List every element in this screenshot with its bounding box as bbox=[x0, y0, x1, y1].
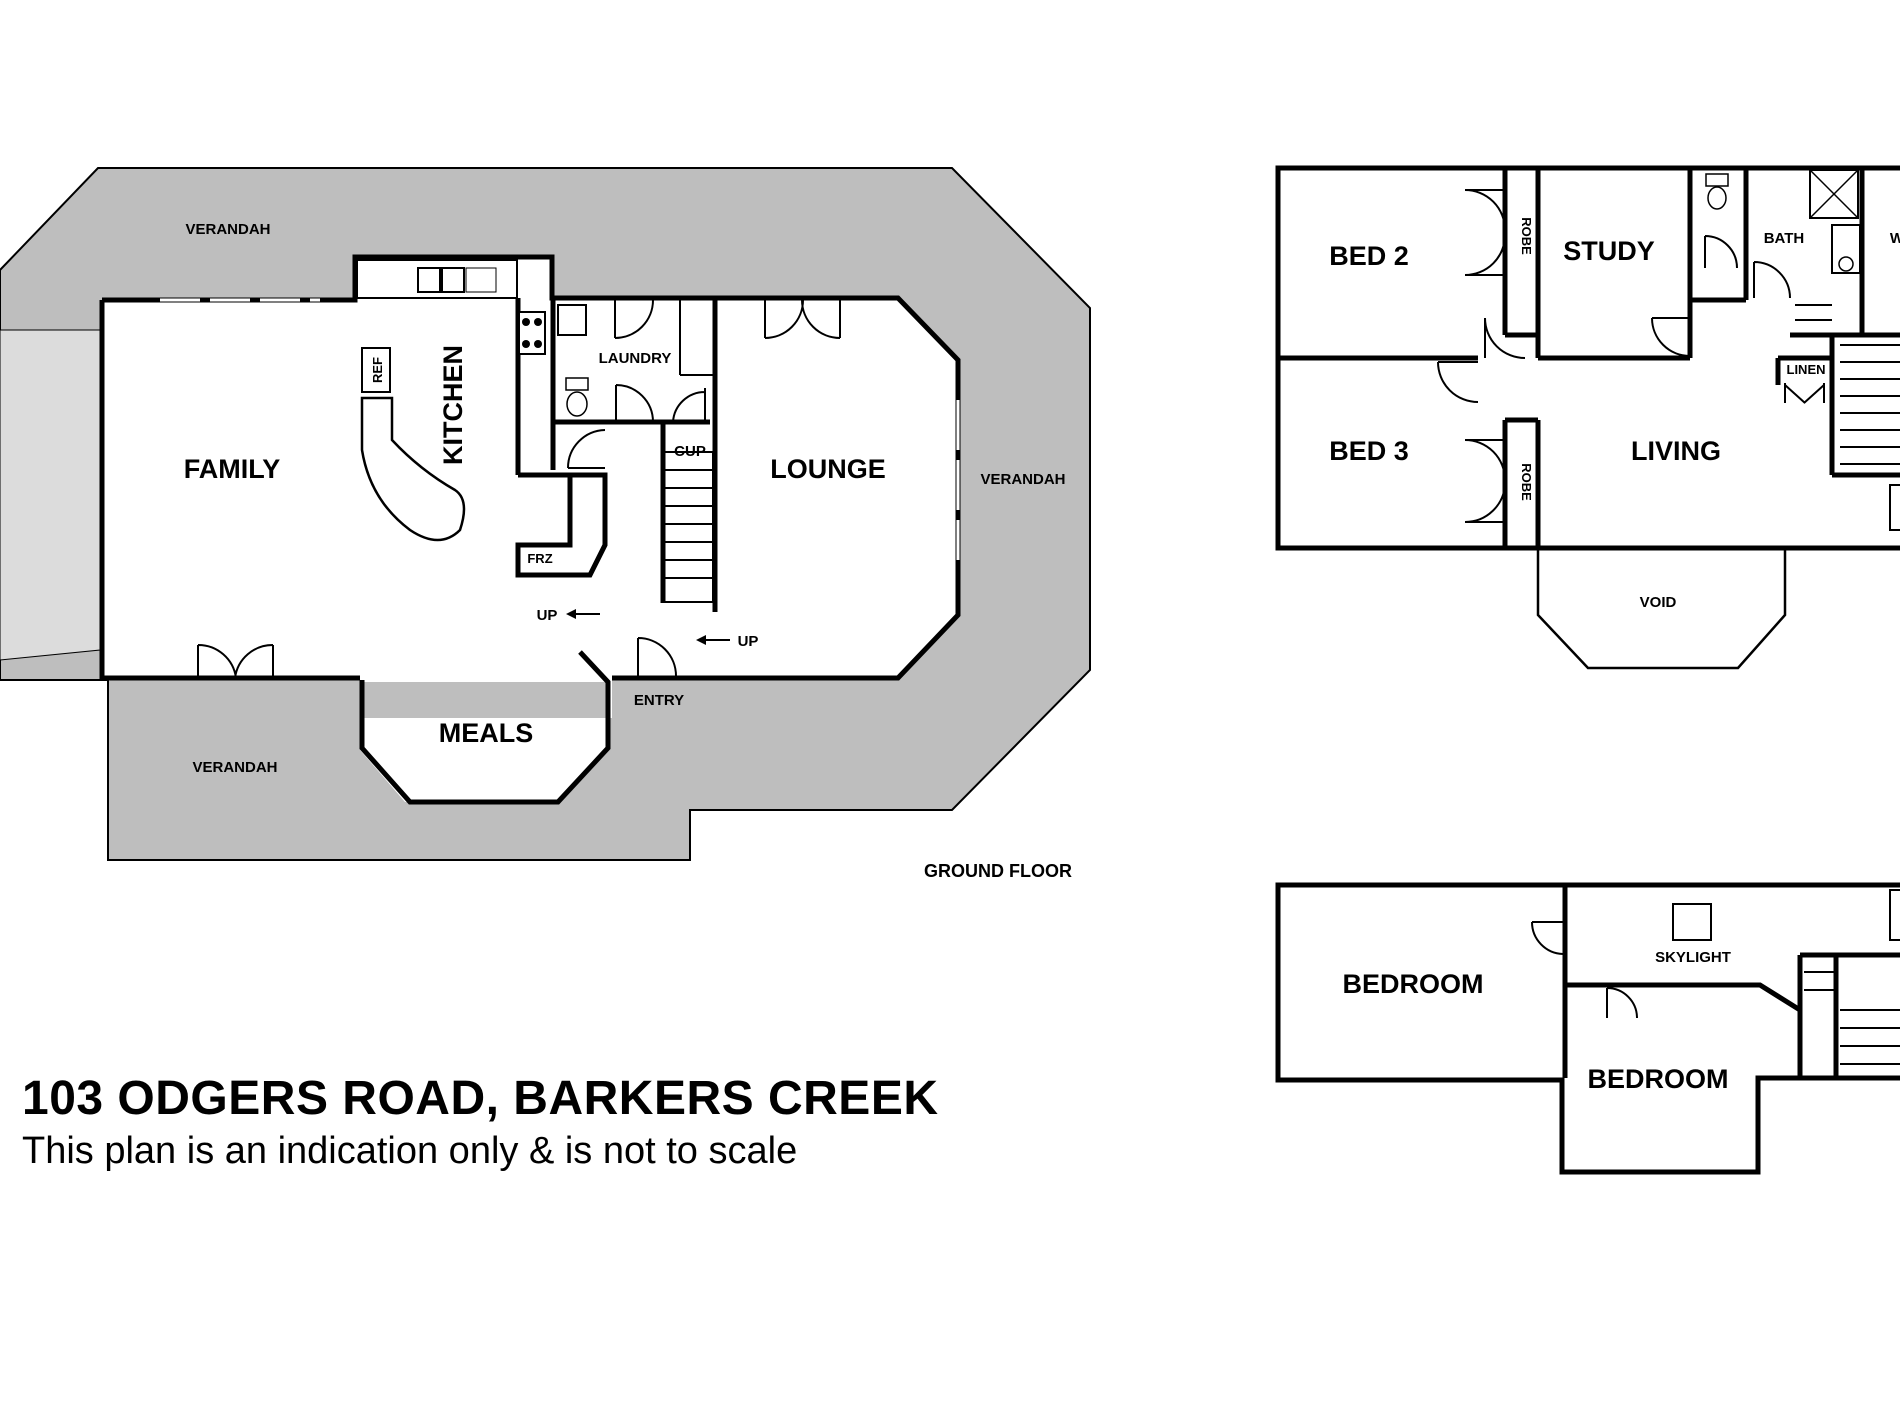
door-family-2 bbox=[234, 643, 274, 679]
door-laundry-1 bbox=[615, 384, 654, 423]
label-verandah-bottom: VERANDAH bbox=[192, 759, 277, 776]
laundry-tub bbox=[557, 304, 587, 336]
door-robe-top-1 bbox=[1464, 189, 1506, 231]
burner-1 bbox=[522, 318, 530, 326]
island-bench bbox=[360, 396, 466, 542]
label-meals: MEALS bbox=[439, 718, 534, 748]
label-verandah-top: VERANDAH bbox=[185, 221, 270, 238]
door-linen bbox=[1784, 383, 1825, 404]
toilet-cistern bbox=[565, 377, 589, 391]
frz-wall bbox=[515, 472, 608, 578]
attic-floor: BEDROOM BEDROOM SKYLIGHT bbox=[1275, 882, 1900, 1175]
label-bed2: BED 2 bbox=[1329, 241, 1409, 271]
label-w-partial: W bbox=[1890, 230, 1900, 247]
door-family-1 bbox=[197, 643, 237, 679]
door-entry bbox=[637, 637, 677, 678]
label-ground-floor: GROUND FLOOR bbox=[924, 861, 1072, 881]
door-first-right bbox=[1889, 484, 1900, 531]
void-bay bbox=[1536, 548, 1787, 670]
ens-cistern bbox=[1705, 173, 1729, 187]
door-wc bbox=[567, 429, 606, 469]
door-robe-bot-1 bbox=[1464, 439, 1506, 481]
up-arrow-right bbox=[696, 635, 730, 645]
attic-stairs bbox=[1804, 971, 1900, 1065]
label-robe-bottom: ROBE bbox=[1519, 463, 1534, 501]
up-arrow-left bbox=[566, 609, 600, 619]
drainer bbox=[465, 267, 497, 293]
cooktop bbox=[518, 311, 546, 355]
ground-interior bbox=[100, 255, 958, 802]
burner-2 bbox=[534, 318, 542, 326]
label-kitchen: KITCHEN bbox=[438, 345, 468, 465]
attic-walls bbox=[1275, 882, 1900, 1175]
label-entry: ENTRY bbox=[634, 692, 684, 709]
door-robe-bot-2 bbox=[1464, 483, 1506, 524]
label-up-right: UP bbox=[738, 633, 759, 650]
label-void: VOID bbox=[1640, 594, 1677, 611]
vanity bbox=[1831, 224, 1861, 274]
burner-4 bbox=[534, 340, 542, 348]
first-stairs bbox=[1795, 304, 1900, 465]
label-study: STUDY bbox=[1563, 236, 1655, 266]
label-ref: REF bbox=[370, 357, 385, 383]
door-attic-right bbox=[1889, 889, 1900, 941]
label-bedroom-left: BEDROOM bbox=[1343, 969, 1484, 999]
sink-1 bbox=[417, 267, 441, 293]
label-bedroom-right: BEDROOM bbox=[1588, 1064, 1729, 1094]
door-laundry-top bbox=[614, 299, 654, 339]
title-block: 103 ODGERS ROAD, BARKERS CREEK This plan… bbox=[22, 1070, 939, 1174]
skylight-bath-x2 bbox=[1809, 169, 1859, 219]
label-up-left: UP bbox=[537, 607, 558, 624]
door-laundry-2 bbox=[672, 388, 706, 423]
label-lounge: LOUNGE bbox=[770, 454, 886, 484]
door-ens bbox=[1704, 235, 1738, 269]
label-bath: BATH bbox=[1764, 230, 1805, 247]
label-laundry: LAUNDRY bbox=[599, 350, 672, 367]
door-study bbox=[1651, 317, 1691, 357]
fridge bbox=[361, 347, 391, 393]
label-verandah-right: VERANDAH bbox=[980, 471, 1065, 488]
sink-2 bbox=[441, 267, 465, 293]
label-skylight: SKYLIGHT bbox=[1655, 949, 1731, 966]
label-robe-top: ROBE bbox=[1519, 217, 1534, 255]
label-cup: CUP bbox=[674, 443, 706, 460]
side-deck bbox=[0, 329, 101, 661]
door-bed3 bbox=[1437, 361, 1479, 403]
ground-floor: VERANDAH VERANDAH VERANDAH FAMILY KITCHE… bbox=[0, 167, 1091, 881]
property-address-title: 103 ODGERS ROAD, BARKERS CREEK bbox=[22, 1072, 939, 1125]
burner-3 bbox=[522, 340, 530, 348]
door-attic-bedroom-left bbox=[1531, 921, 1564, 955]
skylight-square bbox=[1672, 903, 1712, 941]
label-linen: LINEN bbox=[1787, 362, 1826, 377]
label-living: LIVING bbox=[1631, 436, 1721, 466]
disclaimer-subtitle: This plan is an indication only & is not… bbox=[22, 1130, 798, 1172]
skylight-bath bbox=[1809, 169, 1859, 219]
label-bed3: BED 3 bbox=[1329, 436, 1409, 466]
label-family: FAMILY bbox=[184, 454, 281, 484]
label-frz: FRZ bbox=[527, 551, 552, 566]
door-bed2 bbox=[1484, 317, 1526, 359]
door-attic-bedroom-right bbox=[1606, 987, 1638, 1019]
basin bbox=[1838, 256, 1854, 272]
ground-stairs bbox=[662, 451, 714, 603]
toilet-bowl bbox=[566, 391, 588, 417]
door-lounge-top-2 bbox=[801, 299, 841, 339]
first-floor: BED 2 BED 3 ROBE ROBE STUDY BATH W LINEN… bbox=[1275, 165, 1900, 670]
meals-bay bbox=[359, 650, 611, 805]
door-bath bbox=[1753, 261, 1791, 299]
door-robe-top-2 bbox=[1464, 234, 1506, 276]
ens-bowl bbox=[1707, 186, 1727, 210]
